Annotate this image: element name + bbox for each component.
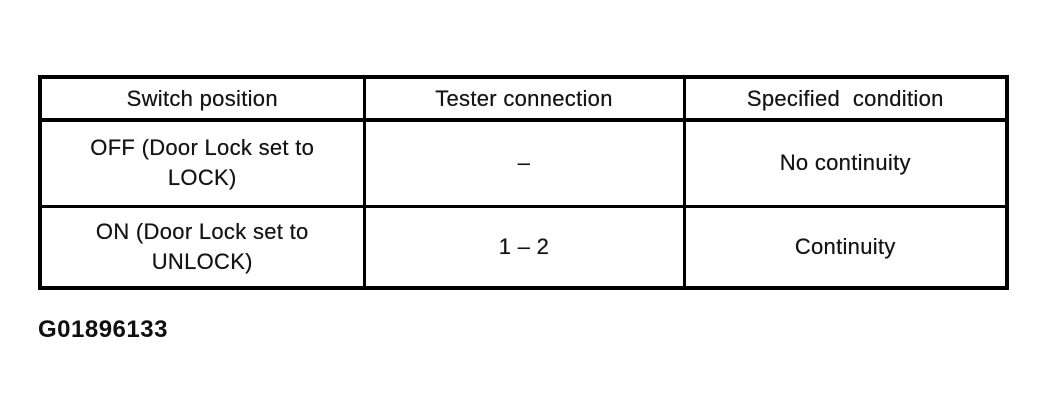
cell-specified-condition-off: No continuity: [682, 118, 1009, 208]
table-row-on: ON (Door Lock set to UNLOCK) 1 – 2 Conti…: [38, 204, 1009, 290]
header-tester-connection: Tester connection: [362, 75, 686, 122]
cell-switch-position-on: ON (Door Lock set to UNLOCK): [38, 204, 366, 290]
table-header-row: Switch position Tester connection Specif…: [38, 75, 1009, 122]
cell-switch-position-off: OFF (Door Lock set to LOCK): [38, 118, 366, 208]
cell-specified-condition-on: Continuity: [682, 204, 1009, 290]
header-specified-condition: Specified condition: [682, 75, 1009, 122]
cell-tester-connection-on: 1 – 2: [362, 204, 686, 290]
header-switch-position: Switch position: [38, 75, 366, 122]
cell-tester-connection-off: –: [362, 118, 686, 208]
table-row-off: OFF (Door Lock set to LOCK) – No continu…: [38, 118, 1009, 208]
figure-id: G01896133: [38, 316, 168, 343]
door-lock-continuity-spec-table: Switch position Tester connection Specif…: [38, 75, 1009, 290]
